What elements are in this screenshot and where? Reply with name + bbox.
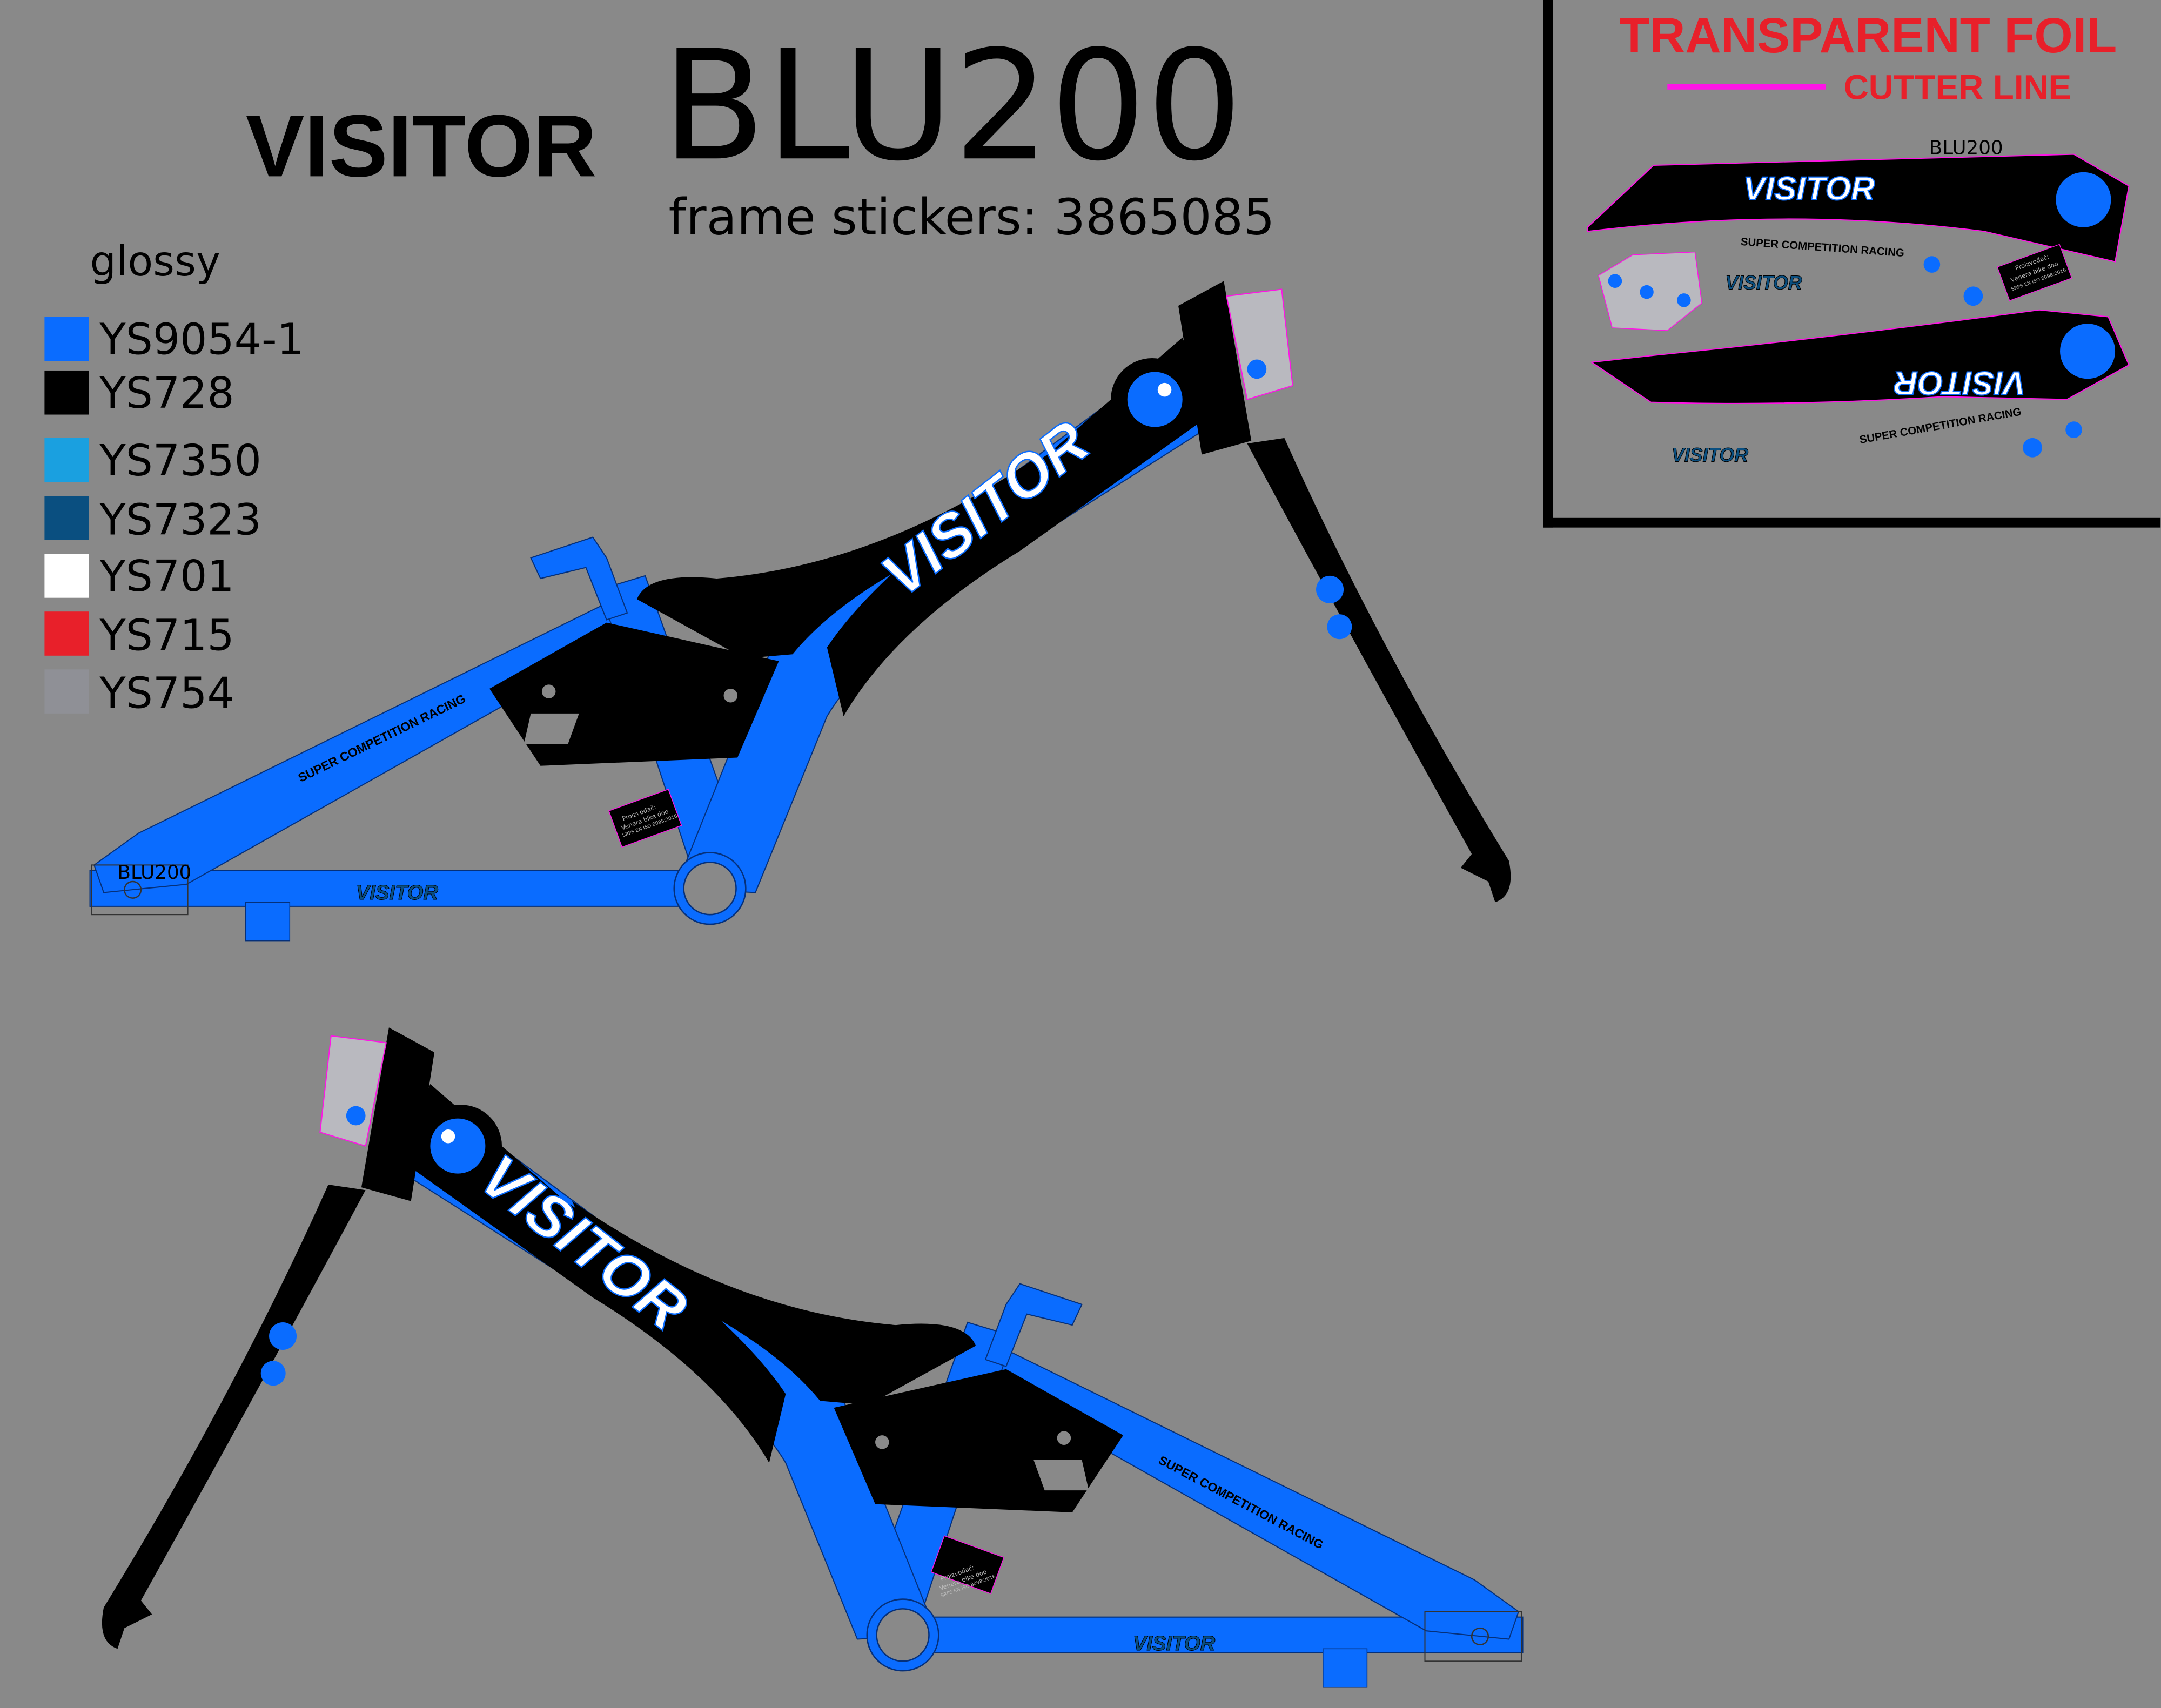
swatch-3 — [44, 496, 89, 540]
frame-side-view-bottom: VISITOR SUPER COMPETITION RACING VISITOR… — [101, 1027, 1524, 1689]
decal-slogan: SUPER COMPETITION RACING — [1858, 406, 2022, 446]
swatch-label: YS754 — [99, 669, 234, 718]
paw-icon — [1677, 293, 1691, 307]
swatch-label: YS701 — [99, 552, 234, 601]
mascot-icon — [2056, 172, 2111, 227]
swatch-label: YS715 — [99, 611, 234, 661]
swatch-label: YS9054-1 — [99, 314, 304, 364]
paw-icon — [1923, 256, 1941, 273]
frame-side-view-top: VISITOR SUPER COMPETITION RACING VISITOR… — [89, 280, 1512, 942]
paw-icon — [2023, 438, 2042, 458]
downtube-decal-left — [1587, 153, 2130, 263]
panel-model-label: BLU200 — [1929, 137, 2003, 159]
swatch-label: YS7323 — [99, 495, 261, 544]
frame-model-label: BLU200 — [118, 862, 192, 884]
downtube-logo: VISITOR — [468, 1141, 700, 1343]
paw-icon — [1640, 285, 1654, 299]
chainstay-logo: VISITOR — [356, 881, 439, 904]
swatch-6 — [44, 669, 89, 714]
swatch-1 — [44, 370, 89, 415]
subtitle: frame stickers: 3865085 — [669, 189, 1275, 246]
maker-label-decal: Proizvođač: Venera bike doo SRPS EN ISO … — [1997, 244, 2072, 301]
color-legend: YS9054-1 YS728 YS7350 YS7323 YS701 YS715… — [44, 314, 304, 718]
finish-label: glossy — [90, 238, 221, 286]
paw-icon — [2065, 421, 2082, 438]
transparent-foil-panel: TRANSPARENT FOIL CUTTER LINE BLU200 VISI… — [1543, 0, 2161, 528]
decal-slogan: SUPER COMPETITION RACING — [1740, 236, 1904, 259]
mascot-icon — [2060, 324, 2116, 379]
decal-logo-inverted: VISITOR — [1894, 365, 2026, 401]
swatch-label: YS728 — [99, 368, 234, 418]
swatch-5 — [44, 611, 89, 656]
model-title: BLU200 — [662, 18, 1243, 194]
panel-title: TRANSPARENT FOIL — [1619, 8, 2117, 63]
swatch-label: YS7350 — [99, 436, 261, 486]
brand-title: VISITOR — [246, 96, 597, 195]
chainstay-logo: VISITOR — [1133, 1632, 1216, 1655]
swatch-4 — [44, 554, 89, 598]
decal-logo-small: VISITOR — [1672, 444, 1748, 466]
downtube-decal-right — [1590, 309, 2130, 404]
swatch-0 — [44, 317, 89, 361]
decal-logo-small: VISITOR — [1725, 272, 1802, 294]
decal-logo: VISITOR — [1743, 170, 1875, 207]
swatch-2 — [44, 438, 89, 482]
cutter-line-label: CUTTER LINE — [1844, 68, 2071, 107]
paw-icon — [1963, 286, 1983, 306]
paw-icon — [1608, 274, 1622, 288]
